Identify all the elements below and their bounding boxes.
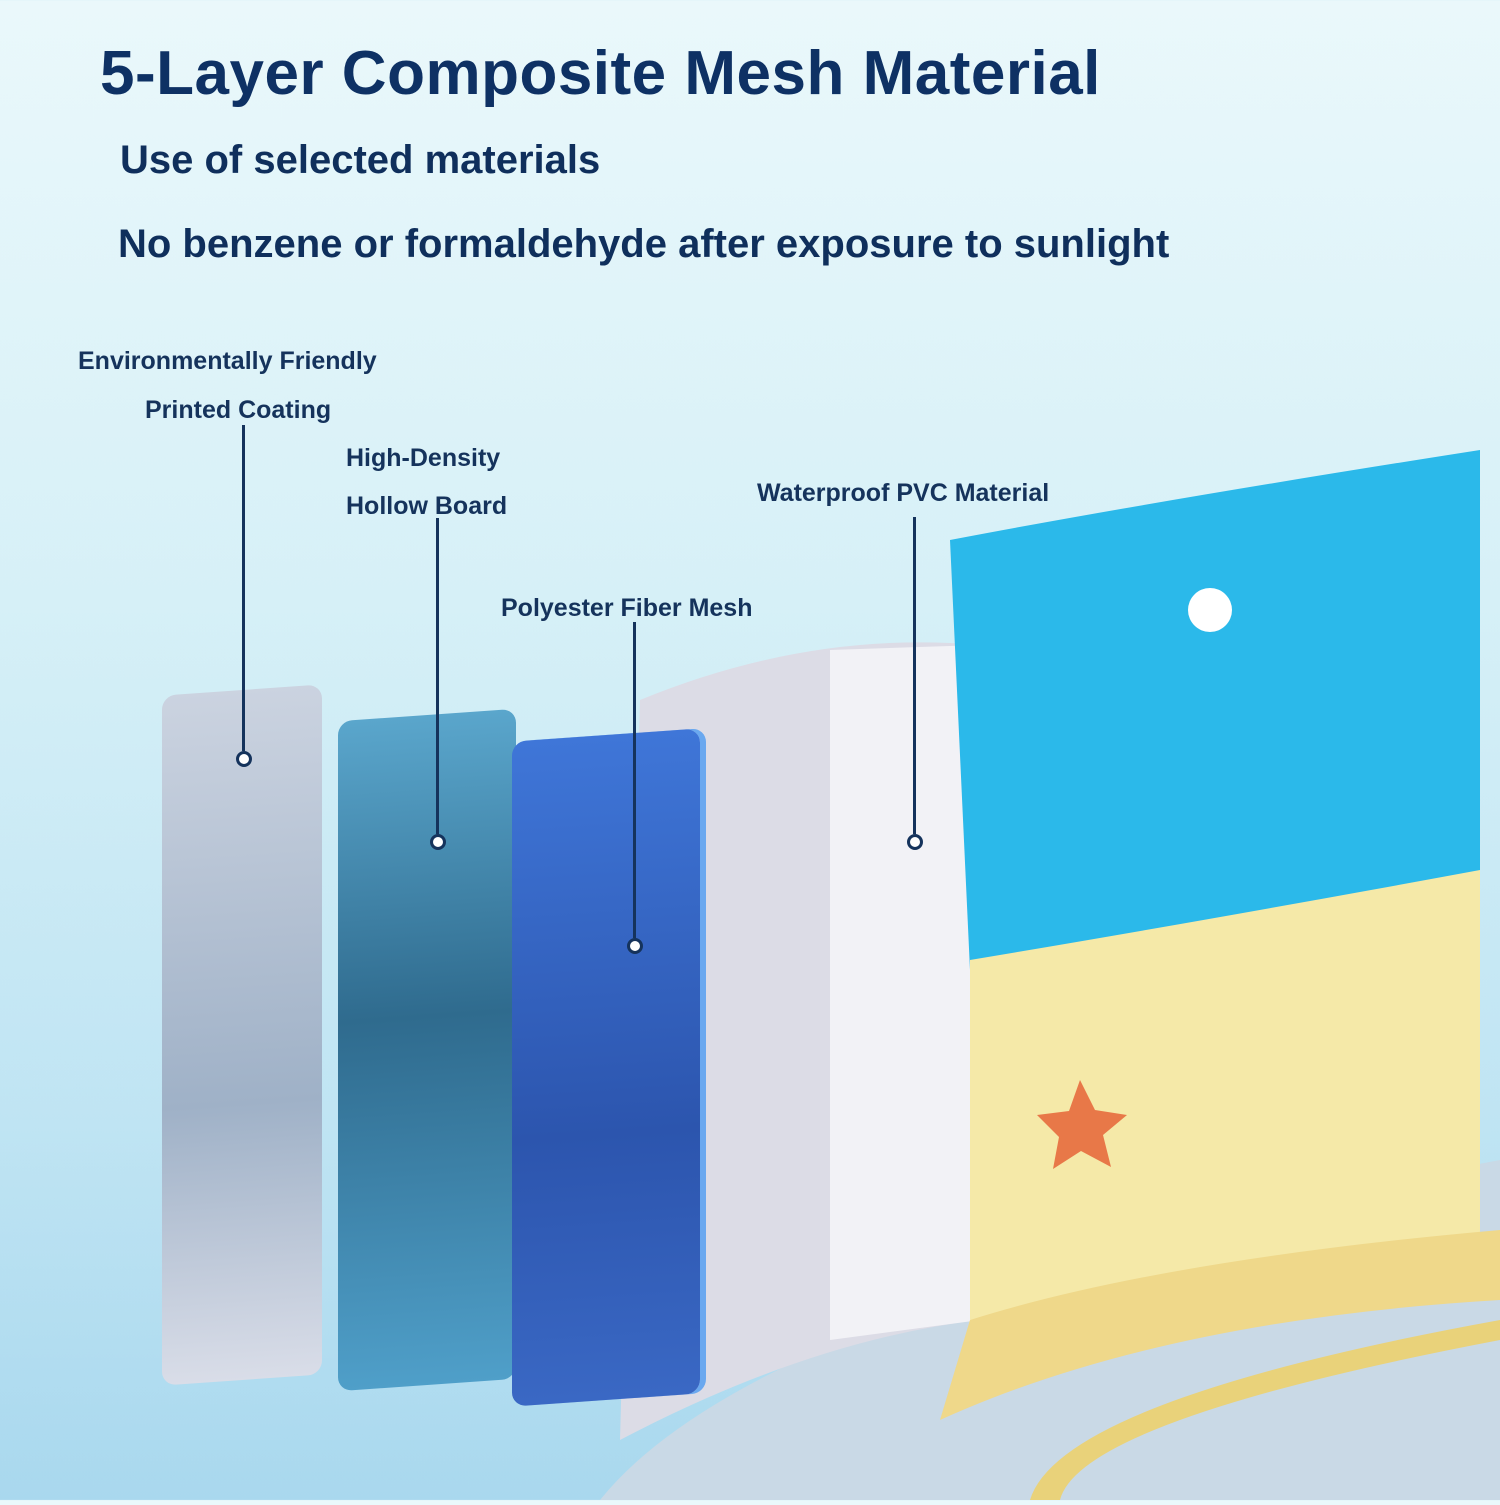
pointer-line-waterproof-pvc (913, 517, 916, 834)
subtitle-no-benzene: No benzene or formaldehyde after exposur… (118, 222, 1170, 266)
pointer-dot-printed-coating (236, 751, 252, 767)
label-hollow-board-line2: Hollow Board (346, 492, 508, 520)
layer-panel-printed-coating (162, 684, 322, 1386)
pointer-line-hollow-board (436, 518, 439, 834)
pointer-dot-hollow-board (430, 834, 446, 850)
pointer-line-printed-coating (242, 425, 245, 751)
layer-panel-polyester-mesh (512, 728, 700, 1407)
pointer-line-polyester-mesh (633, 622, 636, 938)
pool-illustration (560, 440, 1500, 1500)
label-printed-coating-line2: Printed Coating (145, 396, 332, 424)
pointer-dot-polyester-mesh (627, 938, 643, 954)
page-title: 5-Layer Composite Mesh Material (100, 39, 1101, 108)
subtitle-materials: Use of selected materials (120, 138, 601, 182)
label-polyester-mesh: Polyester Fiber Mesh (501, 594, 753, 622)
pool-graphic (600, 450, 1500, 1500)
label-hollow-board-line1: High-Density (346, 444, 501, 472)
layer-panel-hollow-board (338, 708, 516, 1392)
pointer-dot-waterproof-pvc (907, 834, 923, 850)
label-waterproof-pvc: Waterproof PVC Material (757, 479, 1050, 507)
label-printed-coating-line1: Environmentally Friendly (78, 347, 377, 375)
